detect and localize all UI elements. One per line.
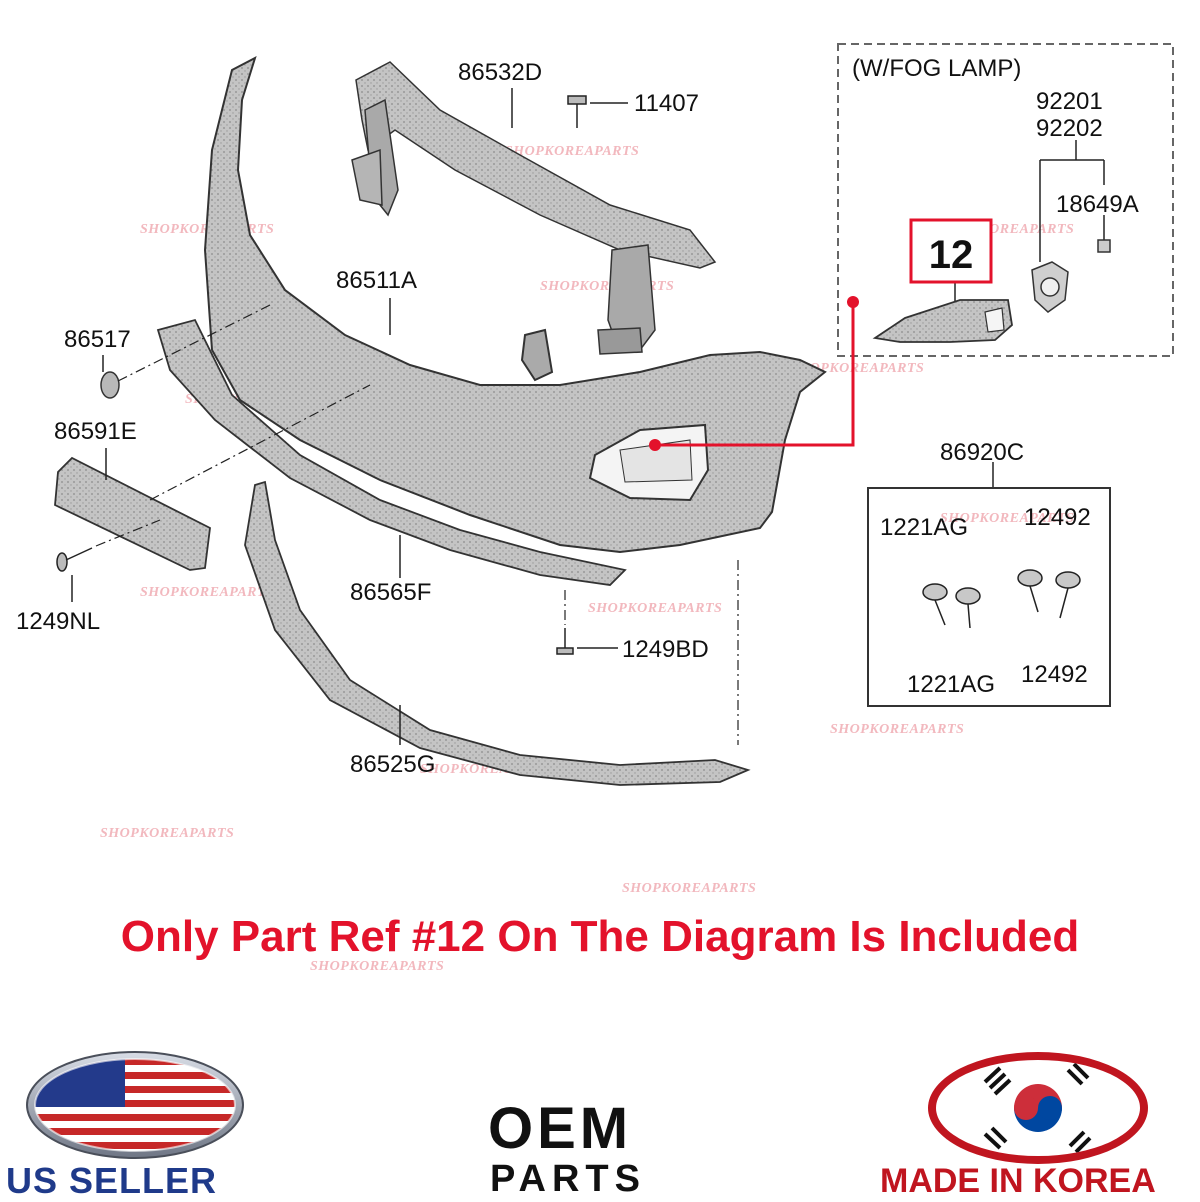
dash-dot-lines [95, 304, 739, 745]
us-seller-label: US SELLER [6, 1160, 218, 1201]
part-label: 86517 [64, 326, 131, 353]
inclusion-notice: Only Part Ref #12 On The Diagram Is Incl… [120, 912, 1080, 961]
watermark-text: SHOPKOREAPARTS [830, 722, 964, 737]
part-label: 86532D [458, 59, 542, 86]
bumper-cap [100, 371, 120, 399]
watermark-text: SHOPKOREAPARTS [505, 144, 639, 159]
highlight-ref-box [909, 218, 993, 284]
part-label: 92201 [1036, 88, 1103, 115]
part-label: 86591E [54, 418, 137, 445]
screw-11407-icon [567, 95, 587, 128]
part-label: 86920C [940, 439, 1024, 466]
hardware-kit-box [867, 487, 1111, 707]
watermark-text: SHOPKOREAPARTS [588, 601, 722, 616]
highlight-ref-number: 12 [929, 233, 974, 277]
license-plate-bracket [54, 456, 211, 571]
watermark-text: SHOPKOREAPARTS [140, 585, 274, 600]
part-label: 86565F [350, 579, 431, 606]
leader-lines [71, 88, 1105, 745]
fog-lamp-cover-part-12 [872, 299, 1013, 343]
us-flag-badge-icon [26, 1051, 244, 1159]
fog-lamp-icon [1031, 261, 1069, 313]
part-label: 11407 [634, 90, 699, 117]
oem-logo-text: OEM [488, 1096, 633, 1161]
made-in-korea-label: MADE IN KOREA [880, 1162, 1156, 1200]
watermark-text: SHOPKOREAPARTS [100, 826, 234, 841]
fog-lamp-group-box [837, 43, 1174, 357]
part-labels: 86532D 11407 92201 92202 18649A 86511A 8… [16, 59, 1139, 778]
bumper-reinforcement-beam [351, 61, 717, 355]
korea-flag-badge-icon [928, 1052, 1148, 1164]
highlight-leader [649, 296, 859, 451]
lower-bumper-strip [156, 318, 627, 586]
clip-screws-icon [922, 569, 1081, 629]
part-label: 1221AG [880, 514, 968, 541]
part-label: 1249NL [16, 608, 100, 635]
part-label: 1249BD [622, 636, 709, 663]
part-label: 12492 [1021, 661, 1088, 688]
bulb-socket-icon [1097, 239, 1111, 253]
part-label: 92202 [1036, 115, 1103, 142]
watermark-text: SHOPKOREAPARTS [310, 959, 444, 974]
part-label: 86525G [350, 751, 435, 778]
parts-logo-text: PARTS [490, 1158, 646, 1200]
fog-lamp-title: (W/FOG LAMP) [852, 55, 1021, 82]
part-label: 86511A [336, 267, 417, 294]
screw-1249bd-icon [556, 628, 574, 655]
lower-lip-spoiler [244, 480, 751, 786]
part-label: 1221AG [907, 671, 995, 698]
watermark-text: SHOPKOREAPARTS [622, 881, 756, 896]
screw-1249nl-icon [56, 547, 93, 572]
watermark-text: SHOPKOREAPARTS [540, 279, 674, 294]
watermark-text: SHOPKOREAPARTS [940, 511, 1074, 526]
part-label: 12492 [1024, 504, 1091, 531]
front-bumper-cover [203, 56, 827, 554]
part-label: 18649A [1056, 191, 1139, 218]
